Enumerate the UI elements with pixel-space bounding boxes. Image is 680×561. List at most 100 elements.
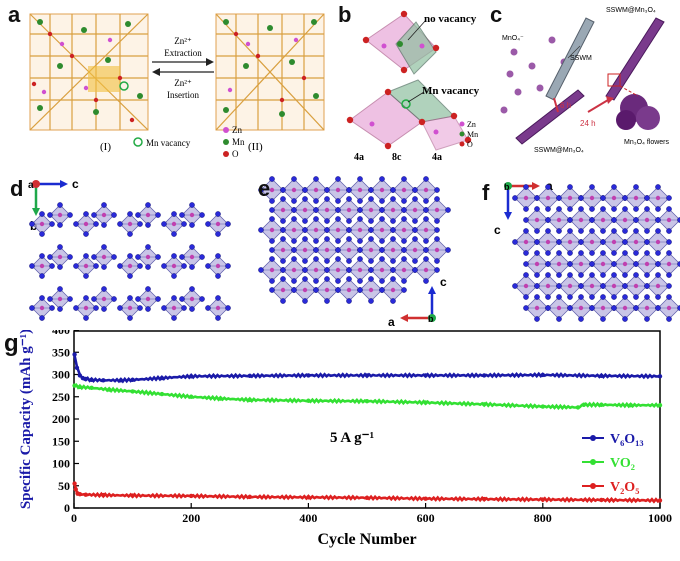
lattice-octahedron: [47, 202, 73, 228]
panel-f-figure: a c b: [494, 179, 680, 322]
data-point: [657, 403, 663, 408]
lattice-octahedron: [390, 176, 418, 204]
sswm-bottom-rod: [515, 89, 585, 145]
data-point: [189, 394, 194, 399]
lattice-octahedron: [655, 294, 680, 322]
lattice-octahedron: [644, 228, 672, 256]
data-point: [482, 402, 487, 407]
lattice-octahedron: [47, 286, 73, 312]
y-tick-label: 150: [52, 434, 70, 448]
lattice-octahedron: [589, 294, 617, 322]
data-point: [364, 495, 370, 500]
lattice-octahedron: [534, 184, 562, 212]
vacancy-icon: [133, 137, 143, 147]
zoom-box: [607, 73, 621, 87]
x-tick-label: 800: [534, 511, 552, 525]
data-point: [575, 405, 581, 410]
site-4a-left-label: 4a: [354, 152, 364, 163]
lattice-octahedron: [135, 244, 161, 270]
panel-f: f a c b: [474, 168, 680, 330]
lattice-octahedron: [280, 256, 308, 284]
data-point: [581, 402, 587, 407]
panel-d: d c b a: [0, 168, 236, 330]
mn-legend-label-b: Mn: [467, 130, 478, 139]
arrow-top-label-2: Extraction: [164, 48, 202, 58]
axis-b-label-f: b: [504, 182, 510, 192]
lattice-octahedron: [135, 286, 161, 312]
lattice-octahedron: [622, 184, 650, 212]
data-point: [306, 373, 311, 378]
legend-marker: [590, 459, 596, 465]
data-point: [101, 378, 106, 383]
structure-right-label: (II): [248, 141, 263, 153]
zn-legend-label: Zn: [232, 125, 242, 135]
lattice-octahedron: [390, 216, 418, 244]
no-vacancy-label: no vacancy: [424, 13, 477, 25]
lattice-octahedron: [291, 276, 319, 304]
lattice-octahedron: [545, 206, 573, 234]
data-point: [77, 492, 83, 497]
o-legend-label-b: O: [467, 140, 473, 149]
x-tick-label: 600: [417, 511, 435, 525]
y-tick-label: 400: [52, 330, 70, 337]
x-tick-label: 1000: [648, 511, 672, 525]
arrow-24h: [587, 99, 609, 113]
data-point: [89, 385, 94, 391]
tetrahedra-upper: [362, 10, 440, 75]
lattice-octahedron: [600, 228, 628, 256]
arrow-24h-head: [606, 96, 614, 104]
panel-b-label: b: [338, 2, 352, 27]
legend-label: VO₂: [610, 456, 635, 471]
panel-e-figure: c a b: [258, 176, 451, 329]
panel-e: e c a b: [244, 168, 464, 330]
lattice-octahedron: [205, 253, 231, 279]
lattice-octahedron: [258, 176, 286, 204]
lattice-octahedron: [291, 236, 319, 264]
data-point: [657, 498, 663, 503]
sswm-bottom-label: SSWM@Mn₃O₄: [534, 147, 584, 154]
lattice-octahedron: [269, 276, 297, 304]
mn-legend-label: Mn: [232, 137, 245, 147]
extraction-insertion-arrows: Zn²⁺ Extraction Zn²⁺ Insertion: [152, 36, 214, 100]
data-point: [247, 494, 252, 500]
lattice-octahedron: [269, 236, 297, 264]
data-point: [657, 374, 663, 379]
structure-left-label: (I): [100, 141, 111, 153]
lattice-octahedron: [179, 244, 205, 270]
lattice-octahedron: [578, 184, 606, 212]
lattice-octahedron: [117, 253, 143, 279]
lattice-octahedron: [73, 295, 99, 321]
data-point: [247, 397, 252, 403]
lattice-octahedron: [135, 202, 161, 228]
data-point: [482, 496, 487, 502]
axis-a-label: a: [28, 180, 34, 191]
y-tick-label: 300: [52, 368, 70, 382]
data-point: [423, 373, 428, 378]
arrow-bottom-label-2: Insertion: [167, 90, 199, 100]
lattice-octahedron: [117, 295, 143, 321]
data-point: [83, 376, 88, 382]
lattice-octahedron: [534, 272, 562, 300]
lattice-octahedron: [379, 276, 407, 304]
axis-c-label-f: c: [494, 223, 501, 237]
lattice-octahedron: [611, 250, 639, 278]
data-point: [364, 373, 370, 378]
zoom-line: [619, 85, 639, 97]
lattice-octahedron: [401, 196, 429, 224]
lattice-octahedron: [644, 184, 672, 212]
lattice-octahedron: [567, 294, 595, 322]
data-point: [599, 497, 604, 503]
o-legend-icon: [223, 151, 229, 157]
lattice-octahedron: [567, 250, 595, 278]
x-tick-label: 400: [299, 511, 317, 525]
data-point: [106, 387, 112, 392]
lattice-octahedron: [335, 196, 363, 224]
sswm-coated-rod: [605, 17, 665, 101]
x-axis-label: Cycle Number: [317, 531, 416, 548]
data-point: [306, 398, 311, 403]
lattice-octahedron: [401, 236, 429, 264]
lattice-octahedron: [412, 176, 440, 204]
lattice-octahedron: [567, 206, 595, 234]
lattice-octahedron: [161, 211, 187, 237]
